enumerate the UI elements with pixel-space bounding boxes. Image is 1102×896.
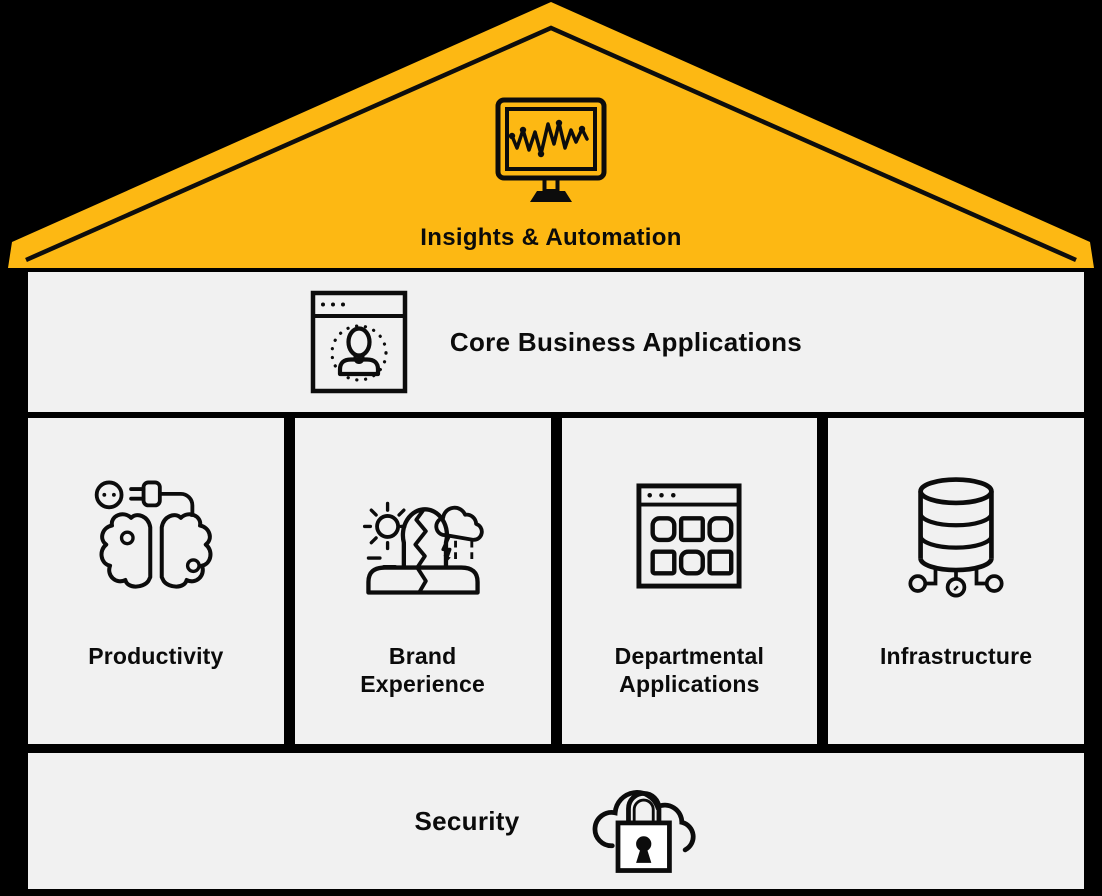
brain-plug-icon [94, 480, 213, 589]
column-label: Departmental Applications [614, 643, 765, 698]
security-band: Security [28, 753, 1084, 889]
database-network-icon [908, 477, 1004, 598]
column-label: Brand Experience [360, 643, 485, 698]
app-grid-window-icon [636, 483, 742, 589]
column-productivity: Productivity [28, 418, 284, 744]
monitor-analytics-icon [495, 97, 607, 202]
core-band-label: Core Business Applications [449, 326, 803, 357]
column-label: Productivity [88, 643, 224, 669]
split-head-weather-icon [362, 501, 484, 595]
column-infrastructure: Infrastructure [828, 418, 1084, 744]
cloud-padlock-icon [592, 790, 696, 873]
core-business-band: Core Business Applications [28, 272, 1084, 412]
browser-user-icon [310, 290, 408, 394]
column-label: Infrastructure [879, 643, 1033, 669]
roof-label: Insights & Automation [420, 224, 682, 251]
column-departmental-applications: Departmental Applications [561, 418, 818, 744]
column-brand-experience: Brand Experience [294, 418, 551, 744]
pillars-row: Productivity [28, 418, 1084, 744]
security-label: Security [414, 805, 520, 836]
